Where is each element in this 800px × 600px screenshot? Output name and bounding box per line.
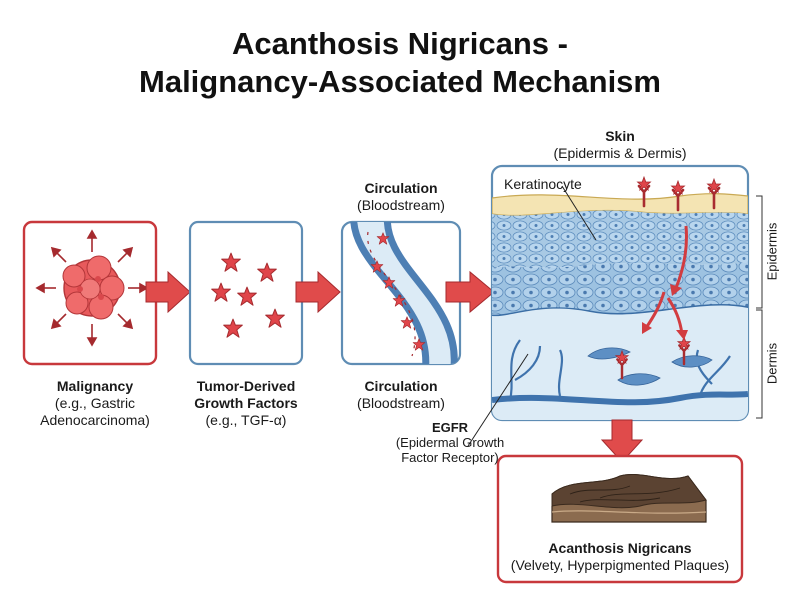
circulation-bottom-label: Circulation (Bloodstream) [336, 378, 466, 412]
growth-factors-title-1: Tumor-Derived [196, 378, 296, 394]
egfr-title: EGFR [431, 420, 469, 435]
flow-arrow-down [600, 419, 644, 463]
growth-factors-sub: (e.g., TGF-α) [205, 412, 287, 428]
outcome-title: Acanthosis Nigricans [548, 540, 692, 556]
malignancy-label: Malignancy (e.g., Gastric Adenocarcinoma… [20, 378, 170, 429]
dermis-label: Dermis [764, 342, 780, 385]
circulation-panel [340, 220, 462, 366]
circulation-bottom-title: Circulation [364, 378, 438, 394]
tumor-icon [62, 255, 125, 320]
growth-factors-label: Tumor-Derived Growth Factors (e.g., TGF-… [178, 378, 314, 429]
skin-plaque-illustration [551, 474, 707, 523]
egfr-label: EGFR (Epidermal Growth Factor Receptor) [370, 420, 530, 465]
outcome-panel [496, 454, 744, 584]
flow-arrow-3 [445, 270, 495, 314]
growth-factors-title-2: Growth Factors [194, 395, 298, 411]
layer-brackets [756, 195, 763, 419]
egfr-pointer [467, 353, 529, 447]
malignancy-panel [22, 220, 158, 366]
title-line-1: Acanthosis Nigricans - [232, 26, 568, 61]
title-line-2: Malignancy-Associated Mechanism [139, 64, 661, 99]
circulation-top-title: Circulation [364, 180, 438, 196]
skin-label: Skin (Epidermis & Dermis) [520, 128, 720, 162]
flow-arrow-1 [145, 270, 191, 314]
epidermis-label: Epidermis [764, 222, 780, 281]
malignancy-sub-2: Adenocarcinoma) [40, 412, 150, 428]
egfr-sub-1: (Epidermal Growth [395, 435, 505, 450]
skin-panel [490, 164, 750, 422]
keratinocyte-label: Keratinocyte [504, 176, 582, 192]
growth-factors-panel [188, 220, 304, 366]
circulation-bottom-sub: (Bloodstream) [357, 395, 445, 411]
flow-arrow-2 [295, 270, 341, 314]
skin-title: Skin [605, 128, 635, 144]
skin-sub: (Epidermis & Dermis) [553, 145, 687, 161]
outcome-label: Acanthosis Nigricans (Velvety, Hyperpigm… [498, 540, 742, 574]
outcome-sub: (Velvety, Hyperpigmented Plaques) [510, 557, 730, 573]
malignancy-title: Malignancy [56, 378, 134, 394]
circulation-top-sub: (Bloodstream) [357, 197, 445, 213]
circulation-top-label: Circulation (Bloodstream) [336, 180, 466, 214]
malignancy-sub-1: (e.g., Gastric [54, 395, 136, 411]
radiating-arrows [35, 229, 149, 347]
egfr-sub-2: Factor Receptor) [401, 450, 499, 465]
